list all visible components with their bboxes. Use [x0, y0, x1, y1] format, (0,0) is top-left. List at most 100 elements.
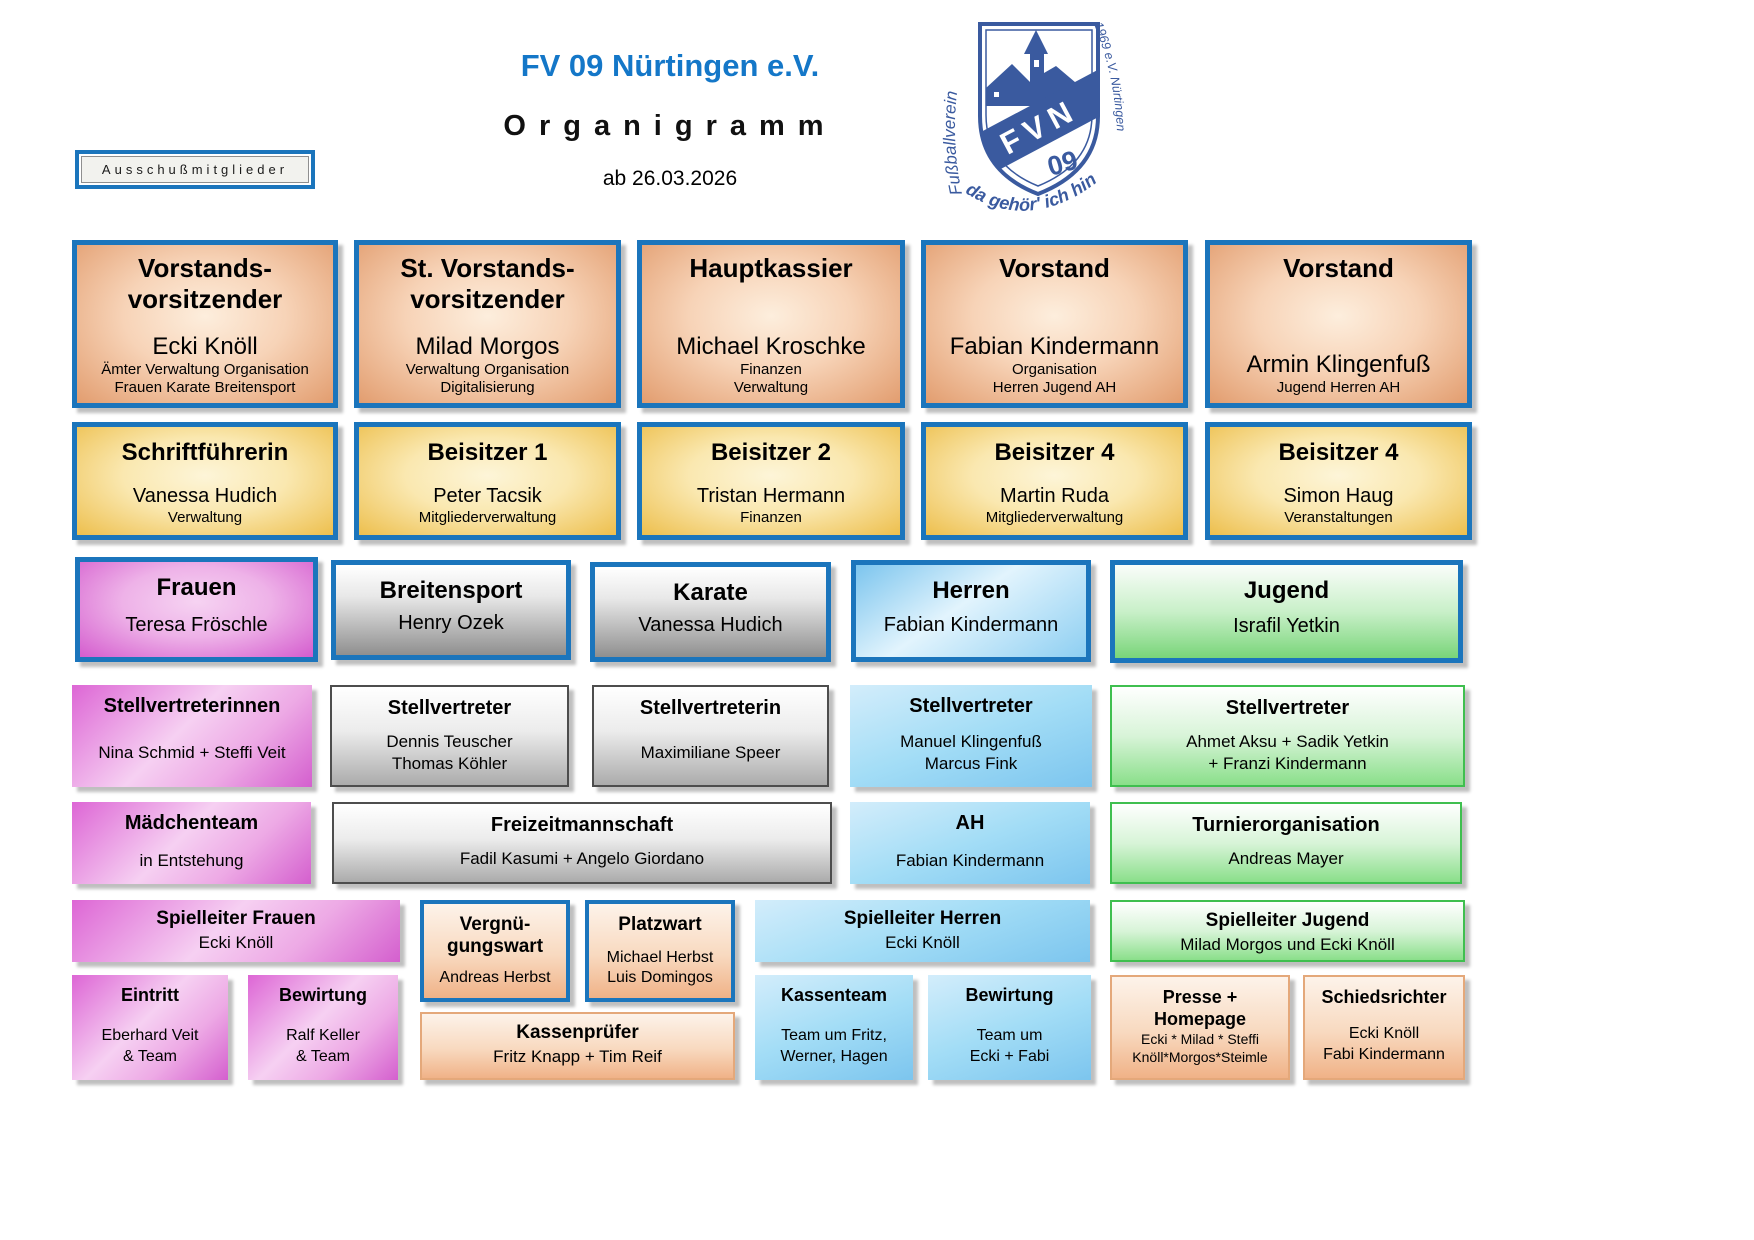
box-frauen: Frauen Teresa Fröschle: [75, 557, 318, 662]
box-stellvertreter-breitensport: Stellvertreter Dennis Teuscher Thomas Kö…: [330, 685, 569, 787]
box-sub: Ralf Keller & Team: [286, 1027, 360, 1066]
box-sub: Ahmet Aksu + Sadik Yetkin + Franzi Kinde…: [1186, 731, 1389, 773]
box-sub: Ecki Knöll Fabi Kindermann: [1323, 1025, 1445, 1064]
box-title: Kassenteam: [780, 985, 888, 1005]
box-herren: Herren Fabian Kindermann: [851, 560, 1091, 662]
box-jugend: Jugend Israfil Yetkin: [1110, 560, 1463, 663]
box-st-vorstandsvorsitzender: St. Vorstands- vorsitzender Milad Morgos…: [354, 240, 621, 408]
box-sub: Michael Herbst Luis Domingos: [606, 949, 714, 986]
box-sub: Fadil Kasumi + Angelo Giordano: [459, 848, 705, 868]
box-kassenteam: Kassenteam Team um Fritz, Werner, Hagen: [755, 975, 913, 1080]
box-title: Bewirtung: [965, 985, 1054, 1005]
box-maedchenteam: Mädchenteam in Entstehung: [72, 802, 311, 884]
box-sub: in Entstehung: [139, 850, 244, 870]
box-title: Vorstand: [1283, 253, 1394, 283]
box-title: Vorstand: [999, 253, 1110, 283]
box-title: Vergnü- gungswart: [446, 914, 544, 958]
box-name: Vanessa Hudich: [638, 614, 783, 636]
box-platzwart: Platzwart Michael Herbst Luis Domingos: [585, 900, 735, 1002]
box-title: Stellvertreter: [909, 695, 1033, 717]
box-title: Stellvertreter: [387, 697, 512, 719]
box-beisitzer-4-haug: Beisitzer 4 Simon Haug Veranstaltungen: [1205, 422, 1472, 540]
box-name: Vanessa Hudich: [132, 484, 278, 507]
box-name: Tristan Hermann: [696, 484, 846, 507]
logo-left-caption: Fußballverein: [940, 90, 966, 197]
club-title: FV 09 Nürtingen e.V.: [520, 48, 820, 83]
box-name: Fabian Kindermann: [883, 614, 1059, 636]
box-vorstand-klingenfuss: Vorstand Armin Klingenfuß Jugend Herren …: [1205, 240, 1472, 408]
box-title: Beisitzer 2: [710, 439, 832, 466]
box-title: Spielleiter Herren: [843, 908, 1002, 929]
box-vergnuegungswart: Vergnü- gungswart Andreas Herbst: [420, 900, 570, 1002]
box-eintritt: Eintritt Eberhard Veit & Team: [72, 975, 228, 1080]
box-spielleiter-jugend: Spielleiter Jugend Milad Morgos und Ecki…: [1110, 900, 1465, 962]
box-title: Beisitzer 1: [427, 439, 548, 466]
ausschussmitglieder-button[interactable]: Ausschußmitglieder: [75, 150, 315, 189]
box-sub: Ecki Knöll: [198, 933, 274, 953]
box-sub: Team um Ecki + Fabi: [969, 1027, 1050, 1066]
box-title: Beisitzer 4: [1278, 439, 1399, 466]
box-sub: Milad Morgos und Ecki Knöll: [1180, 935, 1395, 955]
box-sub: Veranstaltungen: [1284, 508, 1393, 526]
box-freizeitmannschaft: Freizeitmannschaft Fadil Kasumi + Angelo…: [332, 802, 832, 884]
box-title: Bewirtung: [279, 985, 367, 1005]
box-sub: Verwaltung Organisation Digitalisierung: [405, 360, 570, 397]
box-title: Freizeitmannschaft: [490, 814, 674, 836]
box-spielleiter-frauen: Spielleiter Frauen Ecki Knöll: [72, 900, 400, 962]
page-title: Organigramm: [503, 110, 837, 142]
box-sub: Mitgliederverwaltung: [985, 508, 1124, 526]
box-sub: Ecki Knöll: [885, 933, 960, 953]
box-title: Stellvertreterinnen: [103, 695, 281, 717]
box-spielleiter-herren: Spielleiter Herren Ecki Knöll: [755, 900, 1090, 962]
box-hauptkassier: Hauptkassier Michael Kroschke Finanzen V…: [637, 240, 905, 408]
box-sub: Finanzen Verwaltung: [733, 360, 809, 397]
box-stellvertreter-herren: Stellvertreter Manuel Klingenfuß Marcus …: [850, 685, 1092, 787]
box-beisitzer-1: Beisitzer 1 Peter Tacsik Mitgliederverwa…: [354, 422, 621, 540]
box-name: Simon Haug: [1283, 484, 1394, 507]
box-title: AH: [955, 812, 985, 834]
box-sub: Maximiliane Speer: [640, 742, 781, 762]
box-bewirtung-ah: Bewirtung Team um Ecki + Fabi: [928, 975, 1091, 1080]
box-title: Schiedsrichter: [1321, 987, 1447, 1007]
box-name: Henry Ozek: [398, 612, 504, 634]
box-title: Jugend: [1243, 577, 1330, 604]
box-name: Teresa Fröschle: [125, 614, 268, 636]
box-title: Stellvertreterin: [639, 697, 782, 719]
box-name: Martin Ruda: [1000, 484, 1109, 507]
box-title: Turnierorganisation: [1192, 814, 1380, 836]
box-title: Mädchenteam: [124, 812, 259, 834]
box-sub: Fritz Knapp + Tim Reif: [493, 1047, 662, 1067]
box-stellvertreter-jugend: Stellvertreter Ahmet Aksu + Sadik Yetkin…: [1110, 685, 1465, 787]
box-title: Beisitzer 4: [994, 439, 1115, 466]
box-title: Karate: [673, 579, 748, 606]
box-schiedsrichter: Schiedsrichter Ecki Knöll Fabi Kinderman…: [1303, 975, 1465, 1080]
box-karate: Karate Vanessa Hudich: [590, 562, 831, 662]
box-title: Hauptkassier: [689, 253, 853, 283]
box-breitensport: Breitensport Henry Ozek: [331, 560, 571, 660]
box-name: Armin Klingenfuß: [1246, 351, 1431, 379]
box-name: Peter Tacsik: [433, 484, 542, 507]
box-title: St. Vorstands- vorsitzender: [400, 253, 575, 314]
box-name: Michael Kroschke: [676, 332, 866, 360]
box-sub: Nina Schmid + Steffi Veit: [98, 742, 286, 762]
box-sub: Mitgliederverwaltung: [418, 508, 557, 526]
box-ah: AH Fabian Kindermann: [850, 802, 1090, 884]
box-title: Eintritt: [121, 985, 179, 1005]
box-title: Schriftführerin: [121, 439, 289, 466]
box-sub: Jugend Herren AH: [1276, 379, 1401, 397]
box-stellvertreterin-karate: Stellvertreterin Maximiliane Speer: [592, 685, 829, 787]
box-sub: Verwaltung: [167, 508, 243, 526]
box-sub: Andreas Herbst: [439, 969, 551, 986]
box-title: Herren: [932, 577, 1010, 604]
box-sub: Andreas Mayer: [1228, 848, 1344, 868]
box-sub: Ämter Verwaltung Organisation Frauen Kar…: [101, 360, 309, 397]
box-title: Frauen: [156, 574, 237, 601]
box-presse-homepage: Presse + Homepage Ecki * Milad * Steffi …: [1110, 975, 1290, 1080]
box-name: Milad Morgos: [415, 332, 560, 360]
box-sub: Eberhard Veit & Team: [101, 1027, 199, 1066]
box-title: Spielleiter Jugend: [1205, 910, 1370, 931]
box-title: Presse + Homepage: [1153, 987, 1247, 1029]
box-sub: Manuel Klingenfuß Marcus Fink: [900, 731, 1042, 773]
box-beisitzer-4-ruda: Beisitzer 4 Martin Ruda Mitgliederverwal…: [921, 422, 1188, 540]
